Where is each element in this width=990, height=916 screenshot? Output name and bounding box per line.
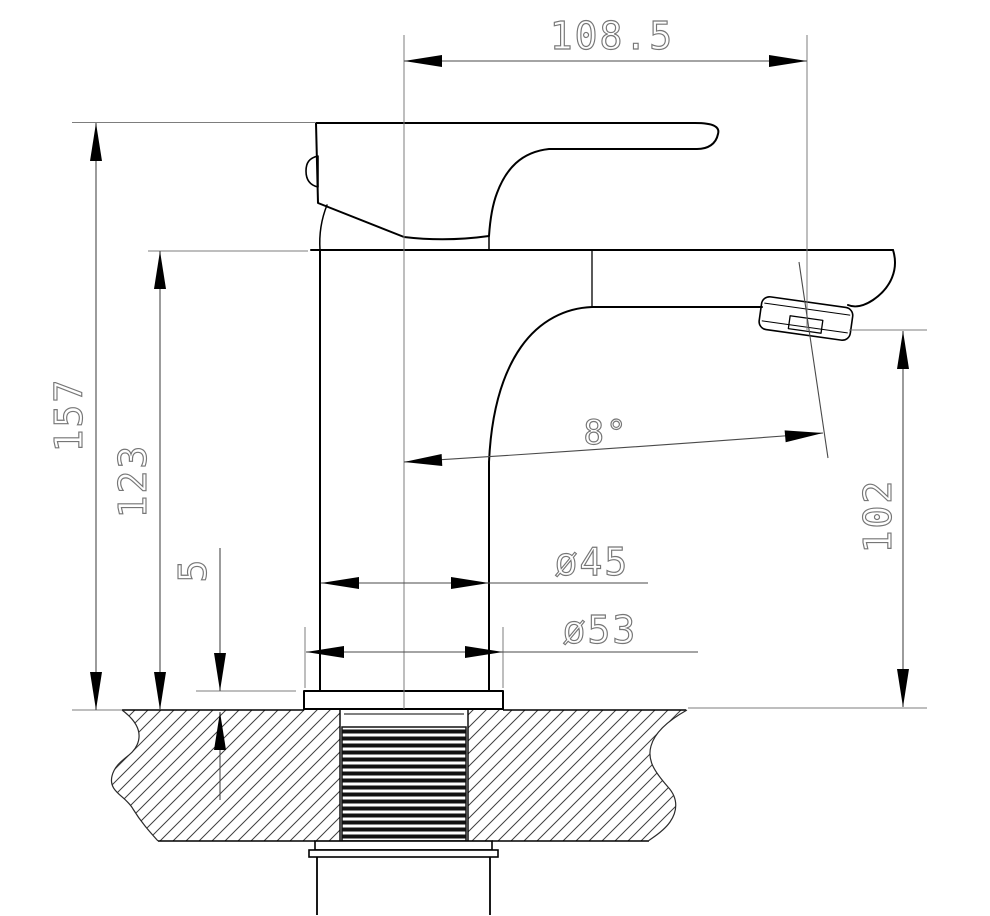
arrow-flange-up — [214, 712, 226, 750]
faucet-handle-lever — [315, 122, 720, 241]
aerator-outer — [758, 295, 854, 342]
arrow-flange-down — [214, 653, 226, 691]
countertop-hatch-area — [111, 710, 687, 841]
spout-underside-curve — [488, 306, 763, 463]
arrow-angle-left — [404, 454, 443, 467]
arrow-total-height-bottom — [90, 672, 102, 710]
dim-label-spout-angle: 8° — [584, 413, 629, 453]
dim-label-body-diameter: ø45 — [555, 540, 630, 584]
arrow-body-diameter-left — [321, 577, 359, 589]
lock-washer — [314, 840, 493, 851]
arrow-angle-right — [784, 430, 823, 443]
spout-aerator — [758, 295, 854, 342]
mounting-hardware — [308, 710, 499, 915]
dim-label-base-diameter: ø53 — [563, 608, 638, 652]
dimension-lines — [95, 60, 904, 800]
dim-label-flange-thickness: 5 — [171, 558, 215, 583]
arrow-spout-reach-left — [404, 55, 442, 67]
arrow-spout-reach-right — [769, 55, 807, 67]
arrow-outlet-height-bottom — [897, 669, 909, 707]
arrow-body-diameter-right — [451, 577, 489, 589]
spout-axis-line — [798, 261, 829, 459]
aerator-inner-bottom-line — [761, 320, 848, 334]
extension-lines — [72, 35, 927, 711]
countertop-break-edge-right — [647, 709, 688, 842]
arrowheads — [90, 55, 909, 750]
arrow-body-height-bottom — [154, 672, 166, 710]
arrow-base-diameter-right — [465, 646, 503, 658]
threaded-shank — [341, 726, 467, 842]
aerator-nozzle — [787, 315, 824, 334]
dim-label-body-height: 123 — [111, 444, 155, 519]
spout-nose-curve — [847, 249, 896, 308]
countertop-section — [110, 709, 688, 842]
dimension-labels: 108.5 157 123 5 102 ø45 ø53 8° — [46, 13, 900, 652]
countertop-break-edge-left — [110, 709, 159, 842]
dim-label-outlet-height: 102 — [856, 479, 900, 554]
handle-neck-arc — [319, 204, 328, 251]
arrow-total-height-top — [90, 123, 102, 161]
mounting-nut — [308, 849, 499, 858]
arrow-body-height-top — [154, 251, 166, 289]
dim-label-total-height: 157 — [47, 378, 91, 453]
dim-arc-spout-angle — [403, 432, 824, 463]
arrow-outlet-height-top — [897, 331, 909, 369]
dim-label-spout-reach: 108.5 — [550, 14, 674, 58]
handle-indicator-button — [305, 155, 319, 188]
arrow-base-diameter-left — [306, 646, 344, 658]
